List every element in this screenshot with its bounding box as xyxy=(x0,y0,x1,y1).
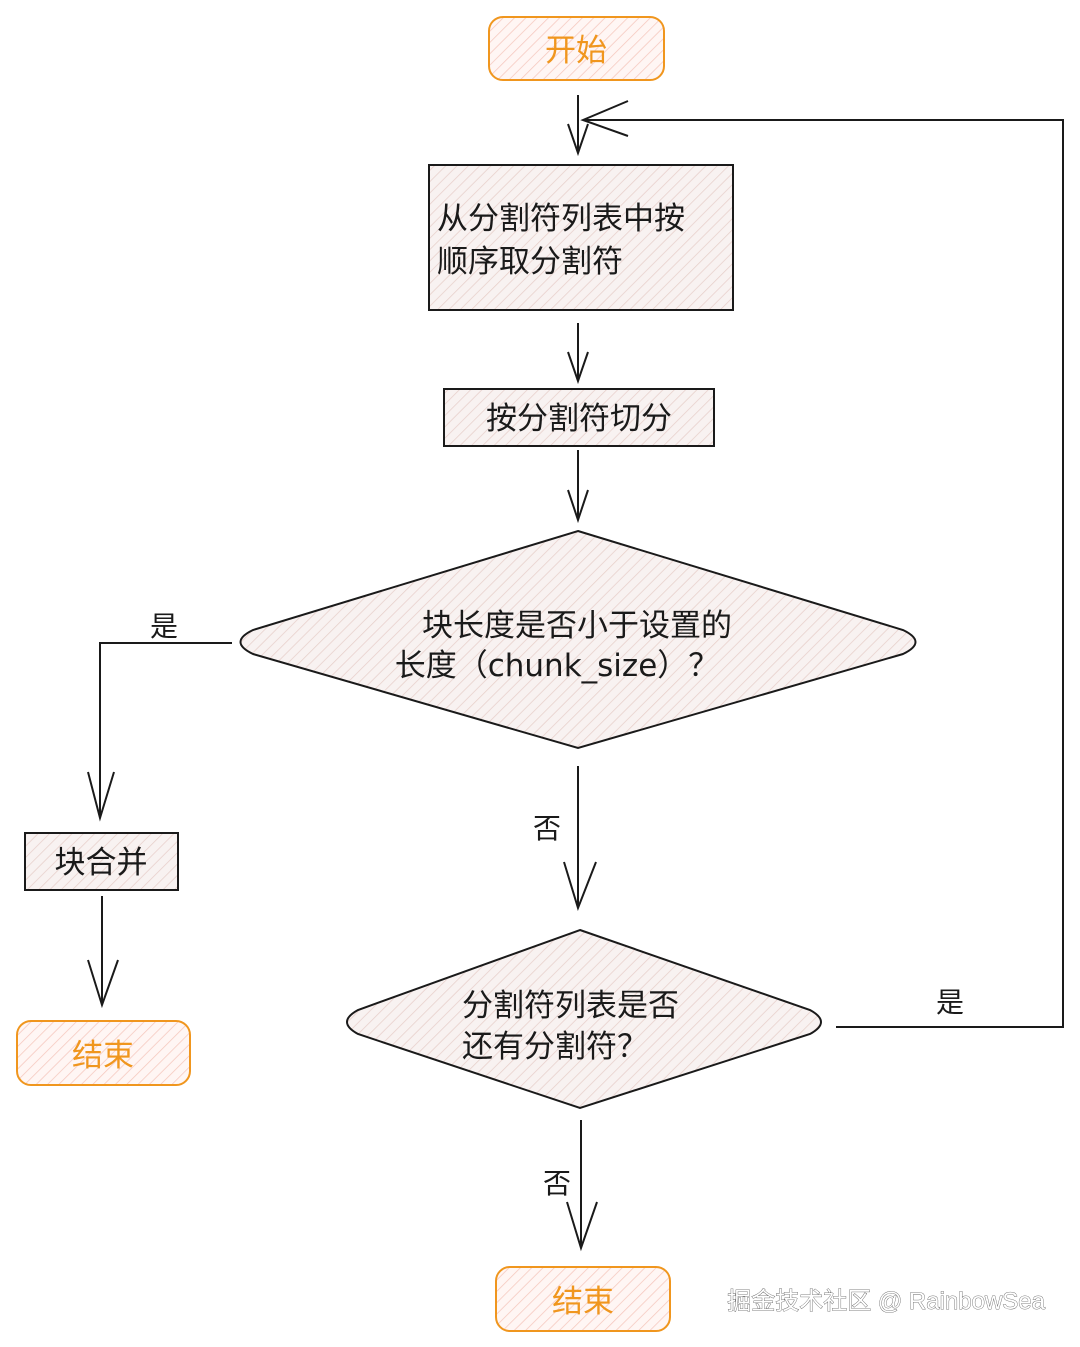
merge-label: 块合并 xyxy=(55,845,148,881)
edge-size-no: 否 xyxy=(533,766,597,912)
end-bottom-label: 结束 xyxy=(552,1284,614,1320)
watermark-text: 掘金技术社区 @ RainbowSea xyxy=(727,1288,1045,1315)
arrow-merge-to-end xyxy=(87,896,119,1009)
arrow-start-to-take xyxy=(567,95,589,157)
end-left-label: 结束 xyxy=(72,1038,134,1074)
end-bottom-node: 结束 xyxy=(495,1266,671,1332)
edge-size-yes: 是 xyxy=(87,610,232,822)
edge-more-yes: 是 xyxy=(580,100,1064,1028)
check-more-node: 分割符列表是否 还有分割符？ xyxy=(346,928,822,1110)
take-separator-line-2: 顺序取分割符 xyxy=(437,244,623,280)
check-more-line-1: 分割符列表是否 xyxy=(462,988,679,1024)
take-separator-node: 从分割符列表中按 顺序取分割符 xyxy=(428,164,734,311)
edge-size-no-label: 否 xyxy=(533,812,561,845)
merge-node: 块合并 xyxy=(24,832,179,891)
edge-more-no-label: 否 xyxy=(543,1167,571,1200)
check-size-line-2: 长度（chunk_size）？ xyxy=(395,648,720,684)
edge-more-yes-label: 是 xyxy=(936,986,964,1019)
split-node: 按分割符切分 xyxy=(443,388,715,447)
check-size-line-1: 块长度是否小于设置的 xyxy=(422,608,732,644)
edge-more-no: 否 xyxy=(543,1120,598,1252)
edge-size-yes-label: 是 xyxy=(150,610,178,643)
start-node: 开始 xyxy=(488,16,665,81)
take-separator-line-1: 从分割符列表中按 xyxy=(437,201,685,237)
check-size-node: 块长度是否小于设置的 长度（chunk_size）？ xyxy=(239,529,917,750)
split-label: 按分割符切分 xyxy=(486,401,672,437)
arrow-take-to-split xyxy=(567,323,589,385)
start-label: 开始 xyxy=(545,33,607,69)
check-more-line-2: 还有分割符？ xyxy=(462,1029,648,1065)
end-left-node: 结束 xyxy=(16,1020,191,1086)
arrow-split-to-check xyxy=(567,450,589,524)
